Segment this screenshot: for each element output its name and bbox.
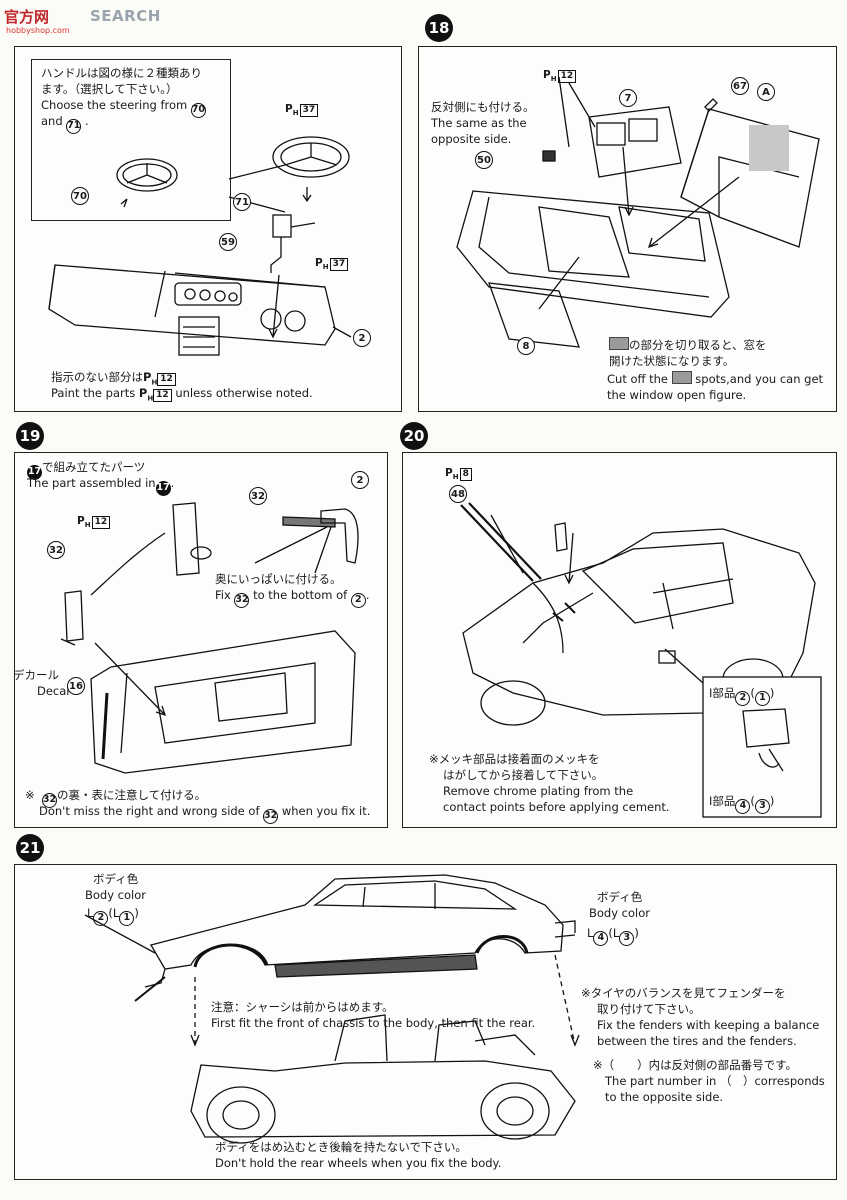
part-label-2: 2 (353, 329, 371, 347)
interior-tub-drawing (456, 76, 820, 348)
part-number: 71 (66, 118, 82, 134)
watermark-logo: 官方网 (4, 8, 50, 26)
side-warning-en: Don't miss the right and wrong side of 3… (39, 803, 370, 824)
side-warning-jp: ※ 32の裏・表に注意して付ける。 (25, 787, 206, 808)
body-color-rear-jp: ボディ色 (597, 890, 643, 904)
body-color-front-jp: ボディ色 (93, 872, 139, 886)
part-label-7: 7 (619, 89, 637, 107)
body-color-rear-en: Body color (589, 906, 651, 920)
window-cut-note-jp-1: の部分を切り取ると、窓を (609, 337, 767, 353)
part-label-50: 50 (475, 151, 493, 169)
watermark-url: hobbyshop.com (6, 26, 70, 35)
part-number-note-en-2: to the opposite side. (605, 1090, 724, 1104)
opposite-note-jp: 反対側にも付ける。 (431, 100, 535, 114)
opposite-note-en-2: opposite side. (431, 132, 512, 146)
steering-choice-callout (31, 59, 231, 221)
steering-note-en-1: Choose the steering from 70 (41, 97, 206, 118)
fender-note-jp-1: ※タイヤのバランスを見てフェンダーを (581, 986, 786, 1000)
chrome-note-en-2: contact points before applying cement. (443, 800, 670, 814)
fix-note-jp: 奥にいっぱいに付ける。 (215, 572, 342, 586)
final-assembly-drawing (84, 874, 580, 1144)
chrome-note-jp-2: はがしてから接着して下さい。 (443, 768, 604, 782)
part-label-67: 67 (731, 77, 749, 95)
step-number-20: 20 (400, 422, 428, 450)
part-label-A: A (757, 83, 775, 101)
steering-note-jp-2: ます。（選択して下さい。） (41, 82, 178, 96)
chrome-note-en-1: Remove chrome plating from the (443, 784, 634, 798)
panel-step-17: ハンドルは図の様に２種類あり ます。（選択して下さい。） Choose the … (14, 46, 402, 412)
fender-note-en-1: Fix the fenders with keeping a balance (597, 1018, 820, 1032)
part-label-16: 16 (67, 677, 85, 695)
decal-label-jp: デカール (13, 668, 59, 682)
step-number-21: 21 (16, 834, 44, 862)
step-number-19: 19 (16, 422, 44, 450)
body-color-front-en: Body color (85, 888, 147, 902)
window-cut-note-en-1: Cut off the spots,and you can get (607, 371, 824, 386)
steering-note-jp-1: ハンドルは図の様に２種類あり (41, 66, 202, 80)
part-number-note-en-1: The part number in （ ）corresponds (605, 1074, 825, 1088)
step-number-18: 18 (425, 14, 453, 42)
assembled-note-en: The part assembled in17. (27, 475, 174, 496)
part-label-70: 70 (71, 187, 89, 205)
watermark-brand: SEARCH (90, 7, 161, 25)
part-number: 70 (190, 102, 206, 118)
fender-note-en-2: between the tires and the fenders. (597, 1034, 797, 1048)
part-label-71: 71 (233, 193, 251, 211)
part-label-32: 32 (249, 487, 267, 505)
chassis-caution-en: First fit the front of chassis to the bo… (211, 1016, 536, 1030)
rear-wheel-warning-jp: ボディをはめ込むとき後輪を持たないで下さい。 (215, 1140, 467, 1154)
window-cut-note-jp-2: 開けた状態になります。 (609, 354, 735, 368)
part-label-8: 8 (517, 337, 535, 355)
decal-label-en: Decal (37, 684, 70, 698)
part-number-note-jp: ※（ ）内は反対側の部品番号です。 (593, 1058, 797, 1072)
rear-wheel-warning-en: Don't hold the rear wheels when you fix … (215, 1156, 502, 1170)
part-label-59: 59 (219, 233, 237, 251)
steering-note-en-2: and 71 . (41, 113, 89, 134)
chrome-note-jp-1: ※メッキ部品は接着面のメッキを (429, 752, 600, 766)
fix-note-en: Fix 32 to the bottom of 2. (215, 587, 369, 608)
cut-area-swatch-icon (671, 371, 692, 384)
assembled-note-jp: 17で組み立てたパーツ (27, 459, 145, 480)
part-label-2: 2 (351, 471, 369, 489)
steering-assembly-drawing (48, 136, 352, 356)
opposite-note-en-1: The same as the (431, 116, 527, 130)
cut-area-swatch-icon (609, 337, 629, 350)
part-label-32: 32 (47, 541, 65, 559)
chassis-caution-jp: 注意：シャーシは前からはめます。 (211, 1000, 394, 1014)
window-cut-note-en-2: the window open figure. (607, 388, 747, 402)
site-watermark: 官方网 SEARCH hobbyshop.com (4, 2, 164, 38)
part-label-48: 48 (449, 485, 467, 503)
door-panel-drawing (60, 502, 359, 774)
fender-note-jp-2: 取り付けて下さい。 (597, 1002, 701, 1016)
